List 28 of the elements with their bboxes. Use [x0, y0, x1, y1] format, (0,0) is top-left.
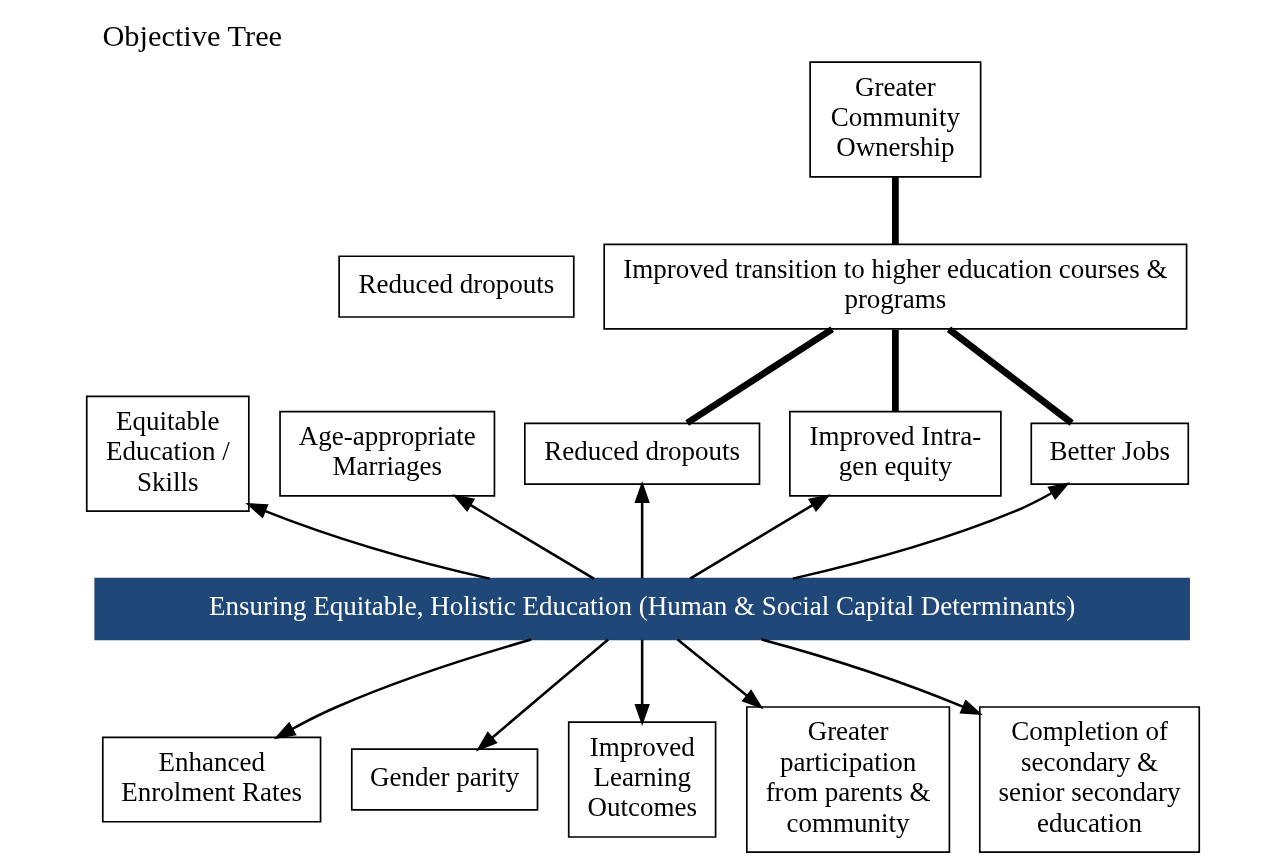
arrow	[634, 639, 650, 726]
node-box: Reduced dropouts	[338, 255, 575, 318]
arrow	[792, 482, 1071, 580]
node-box: Gender parity	[350, 748, 539, 811]
arrow	[245, 503, 490, 580]
connector	[892, 329, 899, 412]
arrow	[273, 638, 532, 740]
node-box: Improved Intra-gen equity	[789, 410, 1002, 497]
node-box: Completion of secondary & senior secondary education	[978, 706, 1201, 853]
arrow	[761, 638, 983, 716]
node-box: Enhanced Enrolment Rates	[101, 736, 322, 823]
node-box: Improved transition to higher education courses & programs	[603, 243, 1188, 330]
arrow	[452, 494, 595, 580]
node-box: Greater participation from parents & community	[745, 706, 951, 853]
node-box: Reduced dropouts	[524, 422, 761, 485]
arrow	[689, 494, 831, 580]
connector	[946, 326, 1074, 426]
node-box: Better Jobs	[1030, 422, 1190, 485]
arrow	[676, 638, 764, 710]
node-box: Improved Learning Outcomes	[567, 721, 717, 838]
node-box: Ensuring Equitable, Holistic Education (Human & Social Capital Determinants)	[94, 577, 1190, 641]
connector	[685, 326, 834, 426]
node-box: Greater Community Ownership	[809, 61, 982, 178]
node-box: Age-appropriate Marriages	[279, 410, 496, 497]
arrow	[475, 638, 610, 752]
diagram-title: Objective Tree	[102, 18, 283, 53]
arrow	[634, 480, 650, 579]
node-box: Equitable Education / Skills	[85, 395, 250, 512]
